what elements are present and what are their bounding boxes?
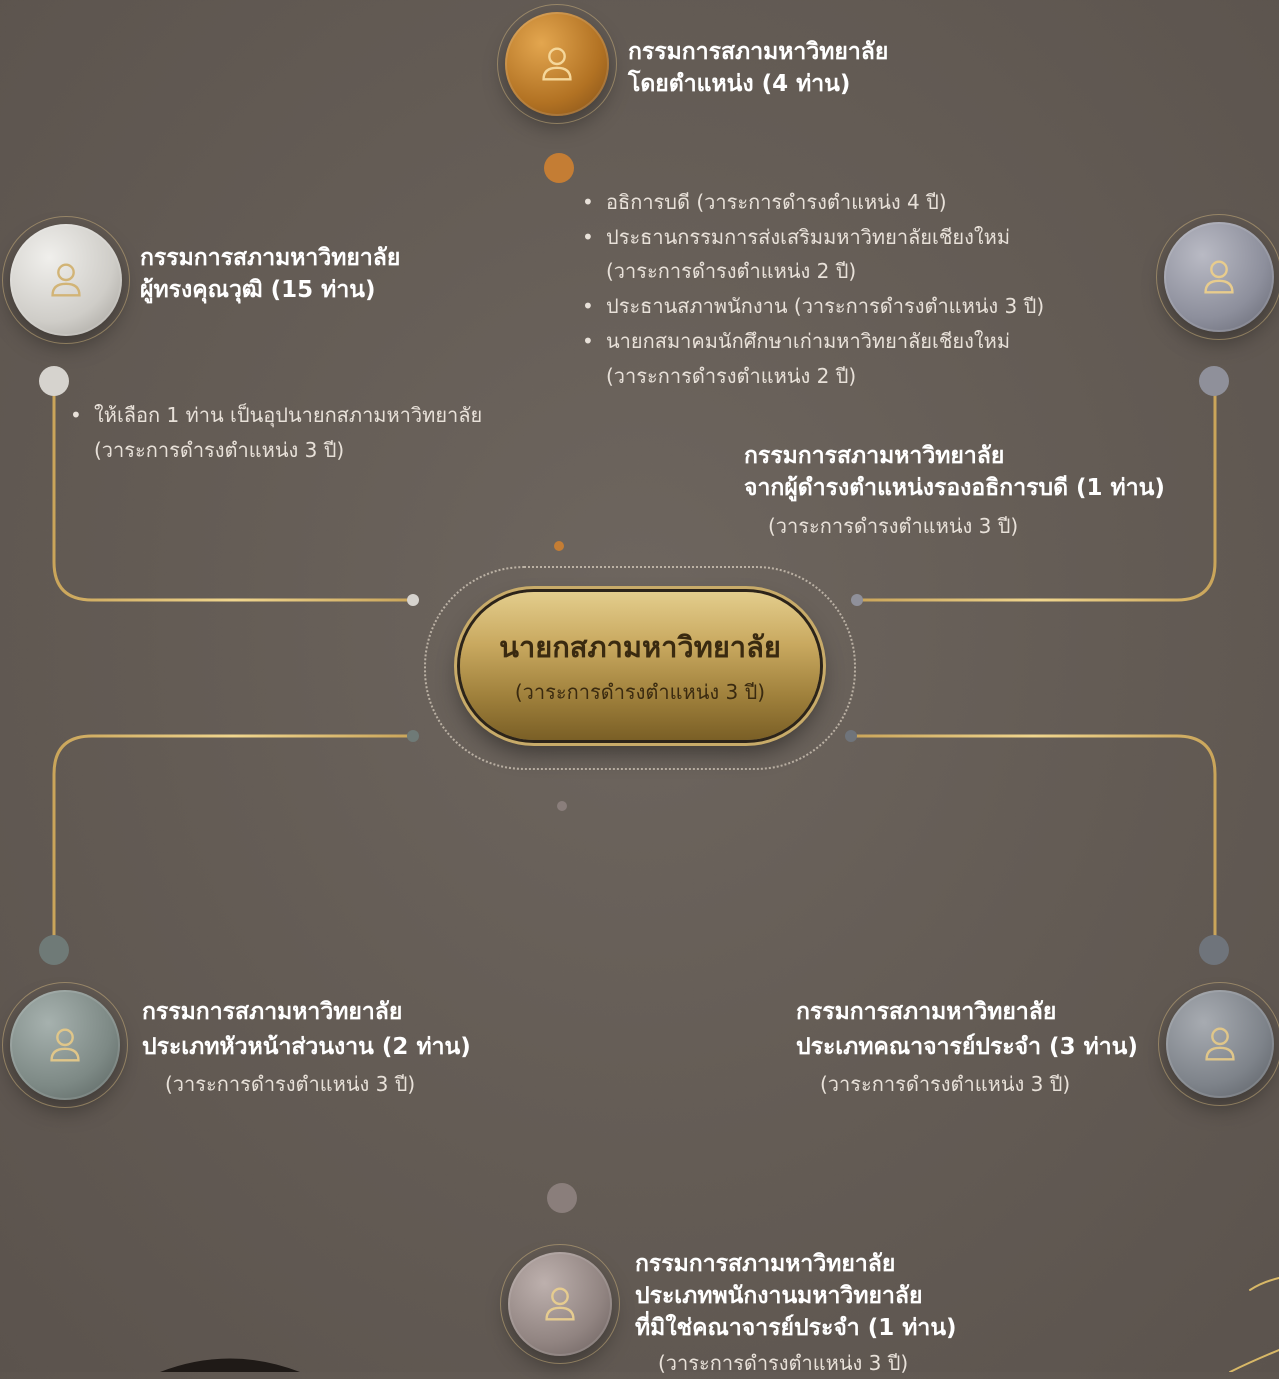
term-faculty: (วาระการดำรงตำแหน่ง 3 ปี): [820, 1072, 1071, 1096]
knob-top: [544, 153, 574, 183]
center-title: นายกสภามหาวิทยาลัย: [499, 630, 781, 664]
center-node-chairman: นายกสภามหาวิทยาลัย (วาระการดำรงตำแหน่ง 3…: [460, 592, 820, 740]
knob-top-end: [554, 541, 564, 551]
knob-lower-right: [1199, 935, 1229, 965]
knob-bottom: [557, 801, 567, 811]
term-unit-heads: (วาระการดำรงตำแหน่ง 3 ปี): [165, 1072, 416, 1096]
decorative-swoosh-2: [1229, 1349, 1279, 1372]
title-faculty: กรรมการสภามหาวิทยาลัย ประเภทคณาจารย์ประจ…: [796, 999, 1138, 1060]
avatar-vice-president: [1156, 214, 1279, 340]
decorative-swoosh: [1249, 1277, 1279, 1291]
connector-lower-left: [52, 734, 414, 942]
bullet-continuation: (วาระการดำรงตำแหน่ง 2 ปี): [606, 363, 857, 388]
bullets-qualified: ให้เลือก 1 ท่าน เป็นอุปนายกสภามหาวิทยาลั…: [70, 398, 482, 467]
person-icon: [542, 47, 572, 81]
term-staff: (วาระการดำรงตำแหน่ง 3 ปี): [658, 1351, 909, 1375]
connector-upper-right: [858, 390, 1217, 602]
connector-upper-left: [52, 390, 414, 602]
decorative-dark-arc: [160, 1358, 300, 1372]
person-icon: [51, 263, 81, 297]
knob-lower-right-end: [845, 730, 857, 742]
avatar-qualified: [2, 216, 130, 344]
term-vice-president: (วาระการดำรงตำแหน่ง 3 ปี): [768, 514, 1019, 538]
avatar-staff: [500, 1244, 620, 1364]
title-staff: กรรมการสภามหาวิทยาลัย ประเภทพนักงานมหาวิ…: [635, 1251, 957, 1341]
bullet-item: อธิการบดี (วาระการดำรงตำแหน่ง 4 ปี): [582, 185, 1044, 220]
knob-lower-left-end: [407, 730, 419, 742]
title-unit-heads: กรรมการสภามหาวิทยาลัย ประเภทหัวหน้าส่วนง…: [142, 999, 471, 1060]
person-icon: [1205, 1027, 1235, 1061]
bullet-continuation: (วาระการดำรงตำแหน่ง 3 ปี): [94, 437, 345, 462]
knob-upper-right: [1199, 366, 1229, 396]
person-icon: [1204, 260, 1234, 294]
knob-upper-left: [39, 366, 69, 396]
center-term: (วาระการดำรงตำแหน่ง 3 ปี): [514, 680, 766, 704]
bullet-item: ประธานสภาพนักงาน (วาระการดำรงตำแหน่ง 3 ป…: [582, 289, 1044, 324]
avatar-ex-officio: [497, 4, 617, 124]
title-qualified: กรรมการสภามหาวิทยาลัย ผู้ทรงคุณวุฒิ (15 …: [140, 245, 401, 303]
knob-bottom-end: [547, 1183, 577, 1213]
person-icon: [50, 1028, 80, 1062]
knob-lower-left: [39, 935, 69, 965]
bullet-item: นายกสมาคมนักศึกษาเก่ามหาวิทยาลัยเชียงใหม…: [582, 324, 1044, 359]
connector-lower-right: [850, 734, 1217, 942]
bullet-continuation: (วาระการดำรงตำแหน่ง 2 ปี): [606, 259, 857, 284]
bullet-item: ให้เลือก 1 ท่าน เป็นอุปนายกสภามหาวิทยาลั…: [70, 398, 482, 433]
avatar-faculty: [1158, 982, 1279, 1106]
bullets-ex-officio: อธิการบดี (วาระการดำรงตำแหน่ง 4 ปี) ประธ…: [582, 185, 1044, 393]
title-vice-president: กรรมการสภามหาวิทยาลัย จากผู้ดำรงตำแหน่งร…: [744, 443, 1165, 501]
bullet-item: ประธานกรรมการส่งเสริมมหาวิทยาลัยเชียงใหม…: [582, 220, 1044, 255]
center-dotted-ring: [424, 566, 856, 770]
avatar-unit-heads: [2, 982, 128, 1108]
knob-upper-left-end: [407, 594, 419, 606]
knob-upper-right-end: [851, 594, 863, 606]
person-icon: [545, 1287, 575, 1321]
title-ex-officio: กรรมการสภามหาวิทยาลัย โดยตำแหน่ง (4 ท่าน…: [628, 39, 889, 97]
